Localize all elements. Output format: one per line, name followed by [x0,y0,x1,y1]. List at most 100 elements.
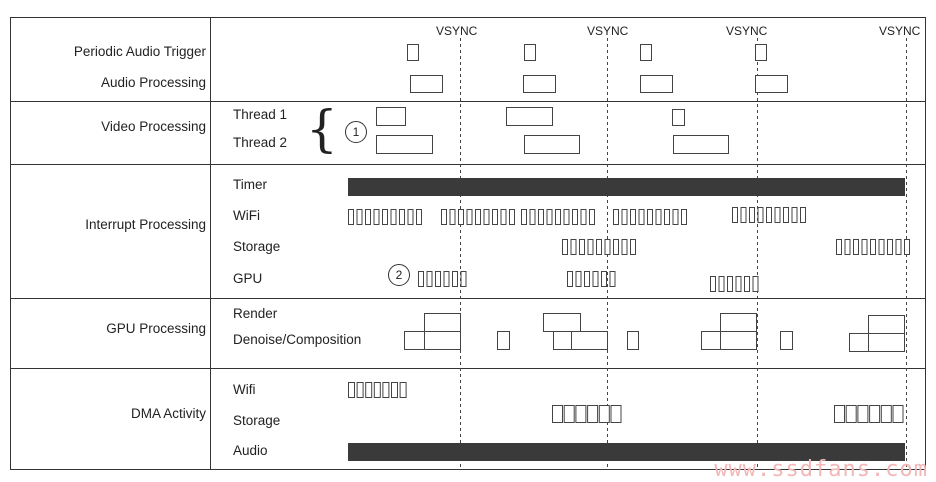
dma-storage-mark [834,405,845,423]
dma-storage-mark [610,405,622,423]
wifi-interrupt-mark [382,209,388,225]
gpu-interrupt-mark [601,271,607,287]
storage-interrupt-mark [562,239,568,255]
label-denoise-composition: Denoise/Composition [233,332,362,347]
wifi-interrupt-mark [655,209,662,225]
vsync-label-1: VSYNC [436,24,478,38]
composition-mark [404,331,425,350]
label-dma-audio: Audio [233,443,268,458]
label-thread-2: Thread 2 [233,135,288,150]
wifi-interrupt-mark [356,209,363,225]
storage-interrupt-mark [895,239,902,255]
composition-mark [497,331,510,350]
wifi-interrupt-mark [572,209,578,225]
dma-storage-mark [552,405,563,423]
dma-wifi-mark [391,382,398,398]
dma-storage-mark [845,405,857,423]
wifi-interrupt-mark [509,209,515,225]
label-dma-wifi: Wifi [233,382,256,397]
gpu-interrupt-mark [710,276,716,292]
label-storage: Storage [233,239,281,254]
label-dma-activity: DMA Activity [130,406,206,421]
label-gpu: GPU [233,271,263,286]
storage-interrupt-mark [621,239,628,255]
composition-mark [868,333,905,352]
dma-storage-mark [857,405,869,423]
wifi-interrupt-mark [749,207,755,223]
wifi-interrupt-mark [766,207,772,223]
wifi-interrupt-mark [613,209,619,225]
audio-processing-mark [755,75,788,93]
storage-interrupt-mark [570,239,577,255]
storage-interrupt-mark [630,239,636,255]
storage-interrupt-mark [861,239,868,255]
gpu-interrupt-mark [567,271,573,287]
wifi-interrupt-mark [757,207,764,223]
wifi-interrupt-mark [458,209,464,225]
dma-wifi-mark [356,382,364,398]
label-wifi: WiFi [233,208,260,223]
thread2-mark [376,135,433,154]
marks [348,44,910,461]
render-mark [720,313,757,332]
audio-processing-mark [410,75,443,93]
label-dma-storage: Storage [233,413,281,428]
wifi-interrupt-mark [783,207,789,223]
gpu-interrupt-mark [443,271,450,287]
storage-interrupt-mark [853,239,859,255]
composition-mark [553,331,572,350]
audio-trigger-mark [407,44,419,61]
wifi-interrupt-mark [538,209,544,225]
storage-interrupt-mark [887,239,893,255]
wifi-interrupt-mark [399,209,405,225]
label-thread-1: Thread 1 [233,107,288,122]
wifi-interrupt-mark [348,209,354,225]
wifi-interrupt-mark [546,209,553,225]
wifi-interrupt-mark [441,209,447,225]
gpu-interrupt-mark [609,271,616,287]
wifi-interrupt-mark [589,209,595,225]
gpu-interrupt-mark [418,271,424,287]
vsync-label-2: VSYNC [587,24,629,38]
wifi-interrupt-mark [681,209,687,225]
wifi-interrupt-mark [529,209,536,225]
vsync-label-4: VSYNC [879,24,921,38]
composition-mark [571,331,608,350]
dma-wifi-mark [365,382,373,398]
storage-interrupt-mark [836,239,842,255]
wifi-interrupt-mark [647,209,653,225]
dma-storage-mark [587,405,599,423]
timer-bar [348,178,905,196]
wifi-interrupt-mark [791,207,798,223]
wifi-interrupt-mark [483,209,490,225]
storage-interrupt-mark [904,239,910,255]
wifi-interrupt-mark [630,209,636,225]
storage-interrupt-mark [844,239,851,255]
gpu-interrupt-mark [718,276,725,292]
wifi-interrupt-mark [365,209,371,225]
storage-interrupt-mark [604,239,611,255]
thread1-mark [376,107,406,126]
dma-storage-mark [880,405,892,423]
dma-storage-mark [575,405,587,423]
label-timer: Timer [233,177,267,192]
audio-processing-mark [640,75,673,93]
table-frame [10,17,926,470]
dma-storage-mark [598,405,610,423]
dma-storage-mark [563,405,575,423]
wifi-interrupt-mark [563,209,570,225]
label-interrupt-processing: Interrupt Processing [85,217,206,232]
gpu-interrupt-mark [575,271,582,287]
label-video-processing: Video Processing [101,119,206,134]
gpu-interrupt-mark [584,271,590,287]
wifi-interrupt-mark [580,209,587,225]
label-gpu-processing: GPU Processing [106,321,206,336]
gpu-interrupt-mark [435,271,441,287]
thread1-mark [506,107,553,126]
wifi-interrupt-mark [732,207,738,223]
storage-interrupt-mark [587,239,594,255]
dma-wifi-mark [382,382,390,398]
wifi-interrupt-mark [373,209,380,225]
gpu-interrupt-mark [752,276,759,292]
